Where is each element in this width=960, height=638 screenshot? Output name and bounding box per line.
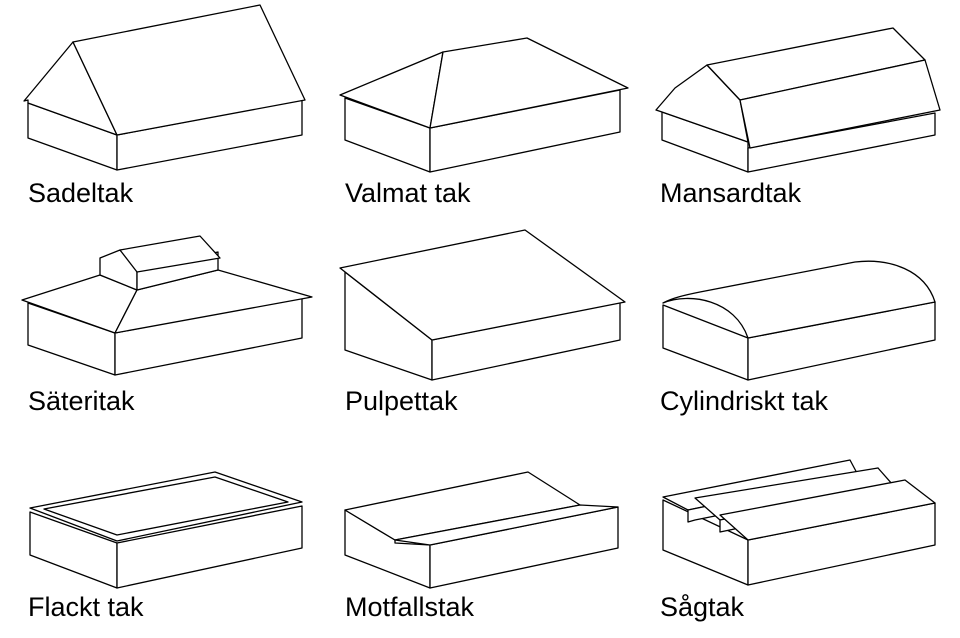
label-sagtak: Sågtak [660, 592, 745, 622]
label-motfallstak: Motfallstak [345, 592, 475, 622]
label-flackt-tak: Flackt tak [28, 592, 144, 622]
motfallstak-drawing [344, 471, 619, 589]
flackt-tak-drawing [29, 471, 303, 589]
valmat-tak-drawing [339, 37, 629, 173]
label-sateritak: Säteritak [28, 386, 135, 416]
pulpettak-drawing [339, 229, 626, 381]
sagtak-drawing [662, 459, 936, 586]
sateritak-drawing [21, 235, 313, 376]
label-mansardtak: Mansardtak [660, 178, 802, 208]
label-valmat-tak: Valmat tak [345, 178, 471, 208]
cylindriskt-tak-drawing [662, 260, 936, 381]
label-cylindriskt-tak: Cylindriskt tak [660, 386, 829, 416]
mansardtak-drawing [655, 27, 941, 173]
label-pulpettak: Pulpettak [345, 386, 458, 416]
label-sadeltak: Sadeltak [28, 178, 134, 208]
sadeltak-drawing [23, 4, 306, 171]
